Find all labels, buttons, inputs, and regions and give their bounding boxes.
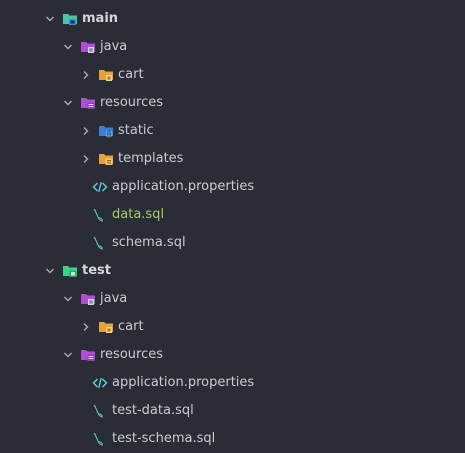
test-source-folder-icon xyxy=(62,263,78,279)
tree-node-label: resources xyxy=(100,347,164,362)
tree-node-label: resources xyxy=(100,95,164,110)
resources-folder-icon xyxy=(80,95,96,111)
chevron-right-icon[interactable] xyxy=(80,69,92,81)
chevron-down-icon[interactable] xyxy=(62,41,74,53)
tree-node-test-java-cart[interactable]: cart xyxy=(0,313,465,341)
chevron-right-icon[interactable] xyxy=(80,125,92,137)
chevron-down-icon[interactable] xyxy=(44,265,56,277)
tree-node-main-application-properties[interactable]: application.properties xyxy=(0,173,465,201)
package-folder-icon xyxy=(98,319,114,335)
tree-node-main[interactable]: main xyxy=(0,5,465,33)
tree-node-label: application.properties xyxy=(112,375,255,390)
tree-node-main-schema-sql[interactable]: schema.sql xyxy=(0,229,465,257)
resources-folder-icon xyxy=(80,347,96,363)
java-source-folder-icon xyxy=(80,39,96,55)
tree-node-test-resources[interactable]: resources xyxy=(0,341,465,369)
chevron-right-icon[interactable] xyxy=(80,321,92,333)
tree-node-test-java[interactable]: java xyxy=(0,285,465,313)
tree-node-test-data-sql[interactable]: test-data.sql xyxy=(0,397,465,425)
source-root-folder-icon xyxy=(62,11,78,27)
chevron-down-icon[interactable] xyxy=(44,13,56,25)
java-source-folder-icon xyxy=(80,291,96,307)
tree-node-label: java xyxy=(100,39,128,54)
tree-node-main-data-sql[interactable]: data.sql xyxy=(0,201,465,229)
properties-file-icon xyxy=(92,375,108,391)
web-folder-icon xyxy=(98,123,114,139)
tree-node-test-schema-sql[interactable]: test-schema.sql xyxy=(0,425,465,453)
tree-node-label: test xyxy=(82,263,111,278)
chevron-down-icon[interactable] xyxy=(62,293,74,305)
sql-file-icon xyxy=(92,207,108,223)
tree-node-label: schema.sql xyxy=(112,235,186,250)
tree-node-label: templates xyxy=(118,151,184,166)
chevron-down-icon[interactable] xyxy=(62,349,74,361)
tree-node-test[interactable]: test xyxy=(0,257,465,285)
tree-node-label: data.sql xyxy=(112,207,165,222)
tree-node-label: cart xyxy=(118,67,144,82)
tree-node-main-java[interactable]: java xyxy=(0,33,465,61)
chevron-down-icon[interactable] xyxy=(62,97,74,109)
package-folder-icon xyxy=(98,67,114,83)
tree-node-label: test-data.sql xyxy=(112,403,194,418)
sql-file-icon xyxy=(92,431,108,447)
tree-node-label: static xyxy=(118,123,154,138)
tree-node-main-resources[interactable]: resources xyxy=(0,89,465,117)
tree-node-label: application.properties xyxy=(112,179,255,194)
tree-node-label: test-schema.sql xyxy=(112,431,216,446)
properties-file-icon xyxy=(92,179,108,195)
sql-file-icon xyxy=(92,235,108,251)
tree-node-main-java-cart[interactable]: cart xyxy=(0,61,465,89)
tree-node-main-templates[interactable]: templates xyxy=(0,145,465,173)
tree-node-main-static[interactable]: static xyxy=(0,117,465,145)
chevron-right-icon[interactable] xyxy=(80,153,92,165)
sql-file-icon xyxy=(92,403,108,419)
tree-node-test-application-properties[interactable]: application.properties xyxy=(0,369,465,397)
tree-node-label: main xyxy=(82,11,119,26)
template-folder-icon xyxy=(98,151,114,167)
tree-node-label: java xyxy=(100,291,128,306)
tree-node-label: cart xyxy=(118,319,144,334)
